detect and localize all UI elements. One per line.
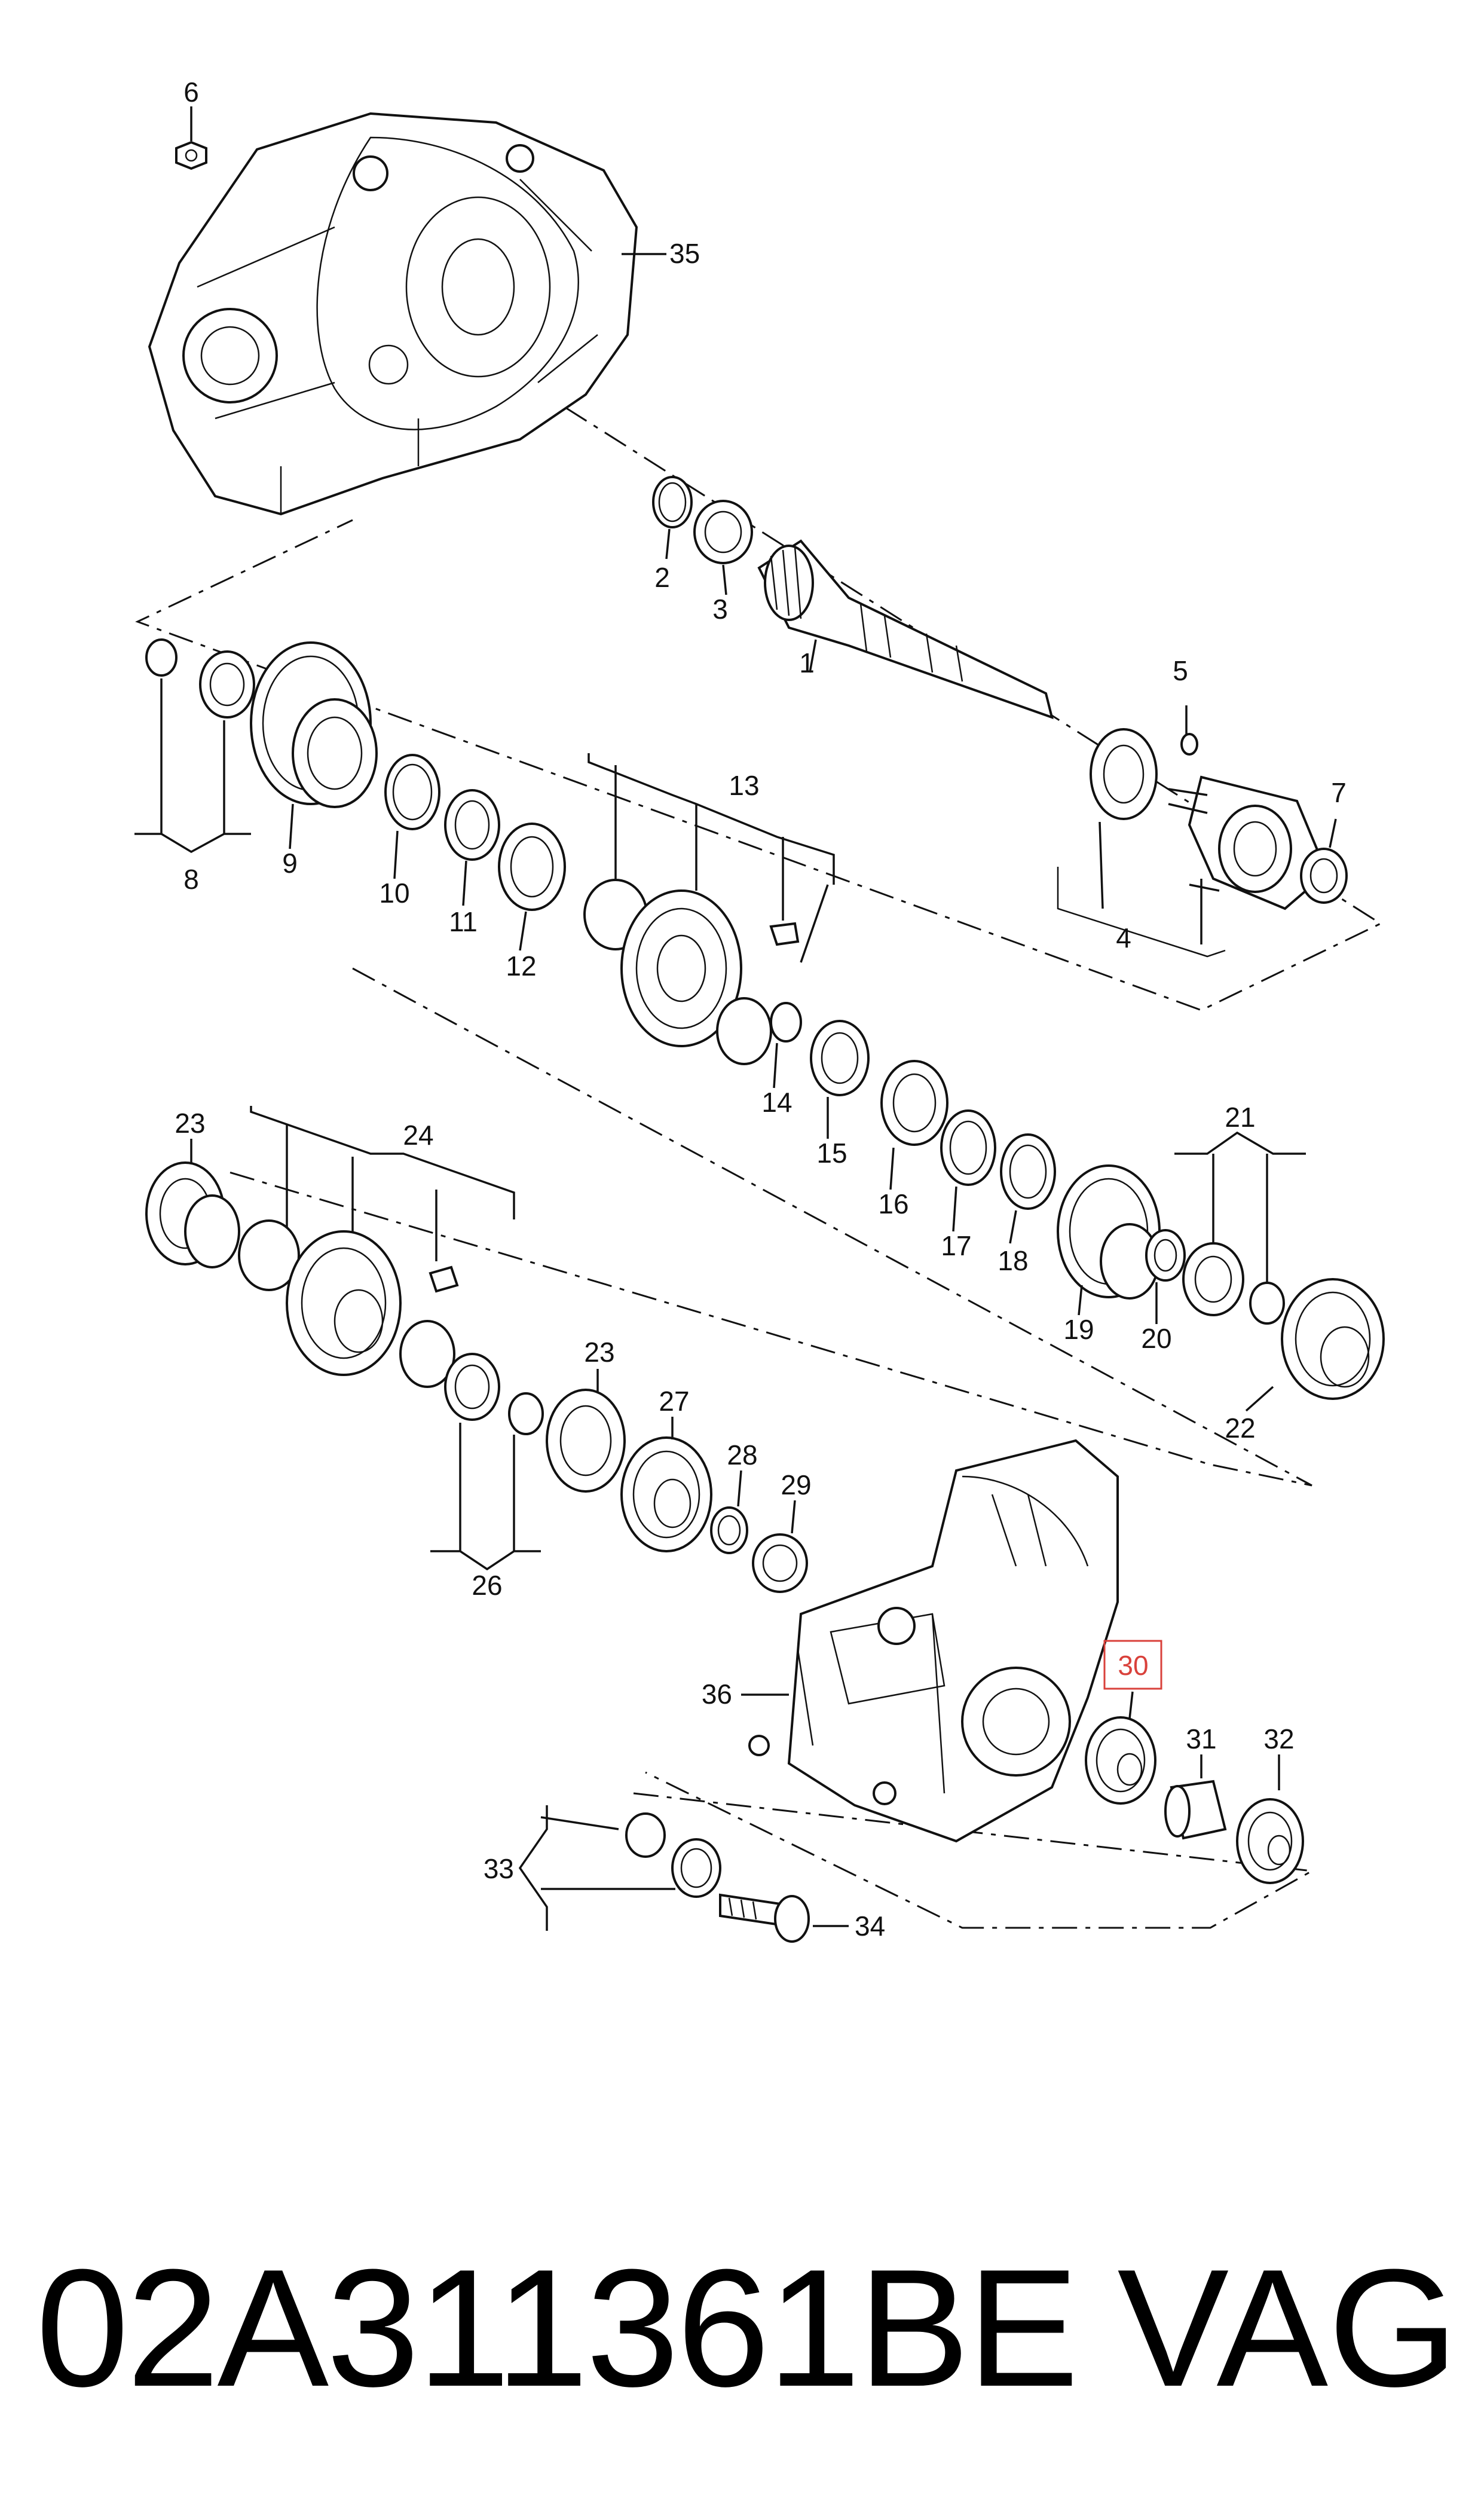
callout-3: 3	[712, 594, 728, 625]
bolt-34	[719, 1893, 849, 1943]
needle-bearing-15	[810, 1020, 870, 1139]
brand-name: VAG	[1117, 2235, 1458, 2422]
assembly-outline-lines	[135, 381, 1383, 1929]
callout-30-highlight-box	[1103, 1640, 1162, 1690]
callout-19: 19	[1063, 1314, 1094, 1345]
callout-8: 8	[183, 864, 199, 895]
circlip-2	[652, 476, 693, 560]
bearing-set-21	[1174, 1131, 1306, 1325]
synchronizer-hub-24	[238, 1106, 515, 1388]
synchro-ring-16	[880, 1060, 948, 1190]
callout-35: 35	[669, 238, 700, 269]
synchro-ring-12	[498, 823, 566, 951]
callout-13: 13	[729, 770, 759, 801]
washer-20	[1145, 1229, 1186, 1324]
part-number: 02A311361BE	[36, 2235, 1079, 2422]
callout-14: 14	[761, 1087, 792, 1118]
callout-1: 1	[799, 647, 815, 678]
circlip-14	[770, 1002, 802, 1089]
gear-30	[1085, 1691, 1156, 1805]
gearbox-cover-36	[741, 1439, 1119, 1843]
callout-27: 27	[659, 1386, 689, 1417]
callout-17: 17	[941, 1230, 971, 1261]
washer-5	[1180, 705, 1198, 756]
seal-29	[752, 1500, 808, 1593]
callout-23-lower: 23	[584, 1337, 614, 1368]
synchro-ring-18	[1000, 1133, 1056, 1244]
gear-32	[1236, 1754, 1304, 1884]
callout-15: 15	[816, 1138, 847, 1169]
bearing-4	[1057, 728, 1329, 958]
ring-17	[940, 1109, 996, 1232]
callout-29: 29	[781, 1469, 811, 1500]
callout-26: 26	[472, 1570, 502, 1601]
callout-10: 10	[379, 878, 409, 909]
bushing-31	[1164, 1754, 1227, 1840]
callout-11: 11	[449, 906, 478, 937]
seal-7	[1300, 818, 1348, 904]
callout-30: 30	[1118, 1650, 1148, 1681]
callout-20: 20	[1141, 1323, 1171, 1354]
bushing-8	[134, 638, 255, 854]
callout-9: 9	[282, 848, 298, 879]
callout-12: 12	[506, 950, 536, 982]
ring-11	[444, 789, 500, 906]
synchro-ring-10	[384, 754, 440, 879]
callout-22: 22	[1225, 1413, 1255, 1444]
callout-28: 28	[727, 1439, 757, 1471]
callout-5: 5	[1173, 655, 1188, 686]
callout-18: 18	[998, 1245, 1028, 1276]
nut-6	[175, 106, 207, 170]
gear-27	[620, 1417, 712, 1552]
callout-33: 33	[484, 1853, 514, 1884]
callout-labels: 6 35 2 3 1 5 7 4 8 9 10 11 12 13 14 15 1…	[175, 77, 1346, 1942]
callout-6: 6	[183, 77, 199, 108]
washer-28	[710, 1470, 748, 1554]
synchronizer-hub-13	[583, 753, 835, 1065]
callout-7: 7	[1331, 777, 1347, 808]
callout-31: 31	[1186, 1723, 1216, 1754]
synchro-ring-23-lower	[546, 1369, 626, 1493]
part-number-footer: 02A311361BE VAG	[36, 2239, 1458, 2418]
callout-36: 36	[702, 1679, 732, 1710]
bearing-set-26	[430, 1353, 544, 1571]
callout-34: 34	[855, 1910, 885, 1942]
input-shaft-1	[757, 539, 1054, 720]
gear-19	[1057, 1164, 1161, 1316]
gear-9	[250, 641, 378, 849]
callout-4: 4	[1116, 922, 1131, 953]
callout-24: 24	[403, 1120, 433, 1151]
gear-22	[1245, 1278, 1385, 1412]
synchro-ring-23-upper	[145, 1139, 240, 1268]
gearbox-housing-35	[148, 112, 638, 516]
callout-2: 2	[654, 562, 670, 593]
bushing-set-33	[518, 1805, 721, 1931]
callout-32: 32	[1263, 1723, 1294, 1754]
callout-23-upper: 23	[175, 1108, 205, 1139]
callout-16: 16	[878, 1188, 908, 1219]
seal-3	[693, 500, 753, 595]
callout-21: 21	[1225, 1102, 1255, 1133]
